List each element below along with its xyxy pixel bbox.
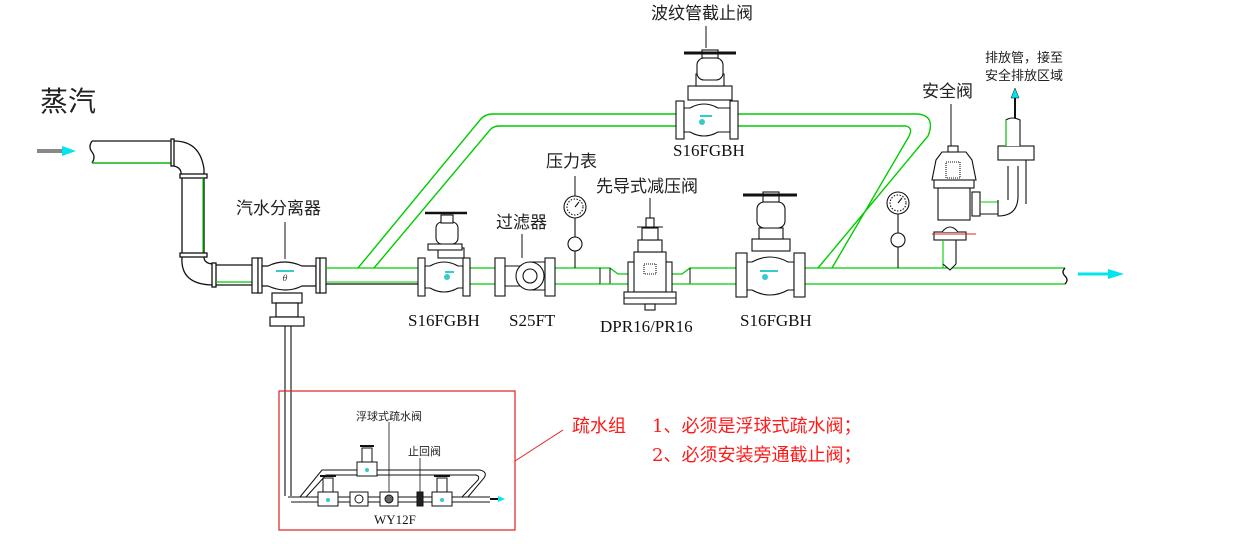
note-line-1: 1、必须是浮球式疏水阀；	[652, 416, 862, 437]
safety-valve-label: 安全阀	[922, 82, 973, 102]
strainer[interactable]	[494, 257, 556, 297]
drain-group-leader	[514, 429, 564, 462]
outlet-flow-arrow	[1078, 269, 1124, 279]
pressure-gauge-outlet[interactable]	[886, 191, 910, 268]
float-trap-label: 浮球式疏水阀	[356, 410, 422, 423]
note-line-2: 2、必须安装旁通截止阀；	[652, 445, 862, 466]
bypass-pipe	[357, 113, 932, 269]
discharge-label-line1: 排放管，接至	[985, 51, 1064, 66]
globe-valve-inlet[interactable]	[417, 211, 471, 297]
drain-pipe	[284, 326, 292, 496]
drain-group-name: 疏水组	[572, 416, 626, 437]
globe-valve-outlet[interactable]	[735, 191, 806, 298]
drain-bypass-valve[interactable]	[356, 445, 378, 477]
drain-group-model: WY12F	[374, 512, 416, 527]
main-pipe	[326, 267, 1068, 285]
drain-strainer[interactable]	[349, 491, 369, 507]
discharge-label-line2: 安全排放区域	[985, 69, 1064, 84]
bypass-valve-model: S16FGBH	[673, 141, 745, 160]
discharge-up-arrow	[1010, 87, 1020, 118]
pressure-reducing-valve[interactable]	[623, 217, 677, 311]
steam-inlet-label: 蒸汽	[40, 85, 97, 118]
check-valve-label: 止回阀	[408, 445, 441, 458]
check-valve[interactable]	[416, 491, 424, 507]
strainer-model: S25FT	[509, 311, 556, 330]
inlet-valve-model: S16FGBH	[408, 311, 480, 330]
drain-isolation-valve-inlet[interactable]	[317, 475, 339, 507]
svg-text:θ: θ	[283, 274, 288, 283]
float-steam-trap[interactable]	[379, 491, 399, 507]
steam-separator[interactable]: θ	[251, 257, 327, 327]
gauge-label: 压力表	[546, 152, 597, 172]
separator-label: 汽水分离器	[236, 199, 321, 219]
inlet-pipe	[89, 138, 252, 288]
prv-label: 先导式减压阀	[596, 177, 698, 197]
drain-isolation-valve-outlet[interactable]	[431, 475, 453, 507]
inlet-flow-arrow	[37, 146, 76, 156]
prv-model: DPR16/PR16	[600, 317, 693, 336]
bypass-valve-label: 波纹管截止阀	[651, 4, 753, 24]
strainer-label: 过滤器	[496, 213, 547, 233]
pressure-gauge-inlet[interactable]	[563, 195, 587, 268]
bellows-globe-valve-bypass[interactable]	[675, 49, 739, 140]
outlet-valve-model: S16FGBH	[740, 311, 812, 330]
safety-valve[interactable]	[931, 117, 1035, 271]
